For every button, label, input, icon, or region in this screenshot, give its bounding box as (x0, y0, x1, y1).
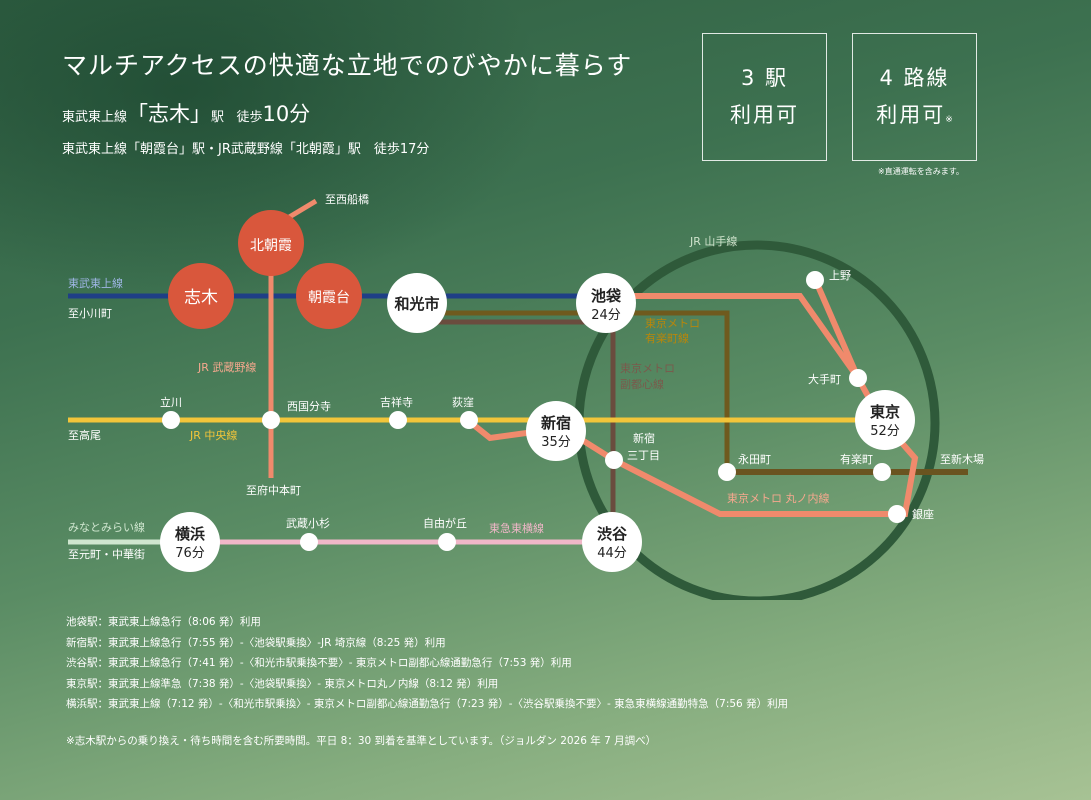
badge-lines-mark: ※ (945, 115, 953, 125)
badge-lines-text: 利用可 (876, 103, 946, 127)
label-jiyugaoka: 自由が丘 (423, 516, 467, 530)
label-to-nishifunabashi: 至西船橋 (325, 192, 369, 206)
station-shiki (168, 263, 234, 329)
station-shinjuku-minutes: 35分 (541, 435, 571, 450)
station-ginza (888, 505, 906, 523)
note-yokohama: 横浜駅：東武東上線（7:12 発）-〈和光市駅乗換〉- 東京メトロ副都心線通勤急… (66, 698, 789, 710)
access-shiki: 東武東上線「志木」駅 徒歩10分 (62, 98, 310, 128)
station-musashikosugi (300, 533, 318, 551)
badge-lines-count: 4 路線 (879, 66, 950, 90)
headline: マルチアクセスの快適な立地でのびやかに暮らす (62, 51, 633, 80)
route-map: 志木 北朝霞 朝霞台 和光市 池袋 24分 新宿 35分 渋谷 44分 東京 5… (68, 192, 984, 600)
label-nagatacho: 永田町 (738, 452, 771, 466)
label-yurakucho-2: 有楽町線 (645, 331, 689, 345)
badge-lines: 4 路線 利用可※ (852, 33, 977, 161)
station-ueno (806, 271, 824, 289)
station-asakadai (296, 263, 362, 329)
label-jr-musashino: JR 武蔵野線 (197, 360, 256, 374)
label-fukutoshin-2: 副都心線 (620, 377, 664, 391)
note-shibuya: 渋谷駅：東武東上線急行（7:41 発）-〈和光市駅乗換不要〉- 東京メトロ副都心… (66, 657, 572, 669)
label-marunouchi: 東京メトロ 丸ノ内線 (727, 491, 830, 505)
station-asakadai-label: 朝霞台 (308, 290, 350, 306)
label-fukutoshin-1: 東京メトロ (620, 361, 675, 375)
label-otemachi: 大手町 (808, 372, 841, 386)
through-service-note: ※直通運転を含みます。 (878, 167, 964, 176)
label-ginza: 銀座 (912, 507, 934, 521)
station-yokohama-label: 横浜 (175, 525, 205, 543)
station-shibuya (582, 512, 642, 572)
station-kichijoji (389, 411, 407, 429)
station-jiyugaoka (438, 533, 456, 551)
label-to-takao: 至高尾 (68, 428, 101, 442)
access-shiki-station: 「志木」 (127, 102, 212, 126)
note-shinjuku: 新宿駅：東武東上線急行（7:55 発）-〈池袋駅乗換〉-JR 埼京線（8:25 … (66, 636, 446, 649)
label-kichijoji: 吉祥寺 (380, 395, 413, 409)
station-kitaasaka (238, 210, 304, 276)
station-wakoshi-label: 和光市 (394, 295, 439, 313)
label-jr-chuo: JR 中央線 (189, 428, 237, 442)
badge-stations-count: 3 駅 (740, 66, 789, 90)
station-tokyo-minutes: 52分 (870, 424, 900, 439)
label-to-ogawamachi: 至小川町 (68, 307, 112, 320)
station-nagatacho (718, 463, 736, 481)
badge-lines-label: 利用可※ (853, 99, 976, 129)
access-asakadai: 東武東上線「朝霞台」駅・JR武蔵野線「北朝霞」駅 徒歩17分 (62, 142, 430, 157)
station-ikebukuro-label: 池袋 (591, 287, 622, 305)
station-ogikubo (460, 411, 478, 429)
label-to-motomachi: 至元町・中華街 (68, 547, 145, 561)
access-shiki-line: 東武東上線 (62, 110, 128, 125)
label-nishikokubunji: 西国分寺 (287, 400, 331, 413)
station-tokyo-label: 東京 (870, 403, 900, 421)
station-yokohama-minutes: 76分 (175, 546, 205, 561)
yamanote-ueno-segment (812, 277, 861, 380)
note-ikebukuro: 池袋駅：東武東上線急行（8:06 発）利用 (66, 616, 261, 628)
label-shinjuku-sanchome-1: 新宿 (633, 431, 655, 445)
station-tachikawa (162, 411, 180, 429)
label-jr-yamanote: JR 山手線 (689, 234, 737, 248)
badge-stations-label: 利用可 (730, 103, 799, 127)
label-ueno: 上野 (829, 269, 851, 282)
badge-stations: 3 駅 利用可 (702, 33, 827, 161)
station-shinjuku-label: 新宿 (541, 414, 571, 432)
label-ogikubo: 荻窪 (452, 395, 474, 409)
station-shinjuku-sanchome (605, 451, 623, 469)
label-tobu-tojo: 東武東上線 (68, 276, 123, 290)
label-tokyu-toyoko: 東急東横線 (489, 521, 544, 535)
access-shiki-minutes: 10分 (262, 102, 311, 126)
label-tachikawa: 立川 (160, 395, 182, 409)
note-tokyo: 東京駅：東武東上線準急（7:38 発）-〈池袋駅乗換〉- 東京メトロ丸ノ内線（8… (66, 677, 499, 690)
label-shinjuku-sanchome-2: 三丁目 (627, 449, 660, 462)
station-nishikokubunji (262, 411, 280, 429)
label-to-shinkiba: 至新木場 (940, 452, 984, 466)
station-shibuya-label: 渋谷 (597, 525, 628, 543)
footnote: ※志木駅からの乗り換え・待ち時間を含む所要時間。平日 8：30 到着を基準として… (66, 735, 657, 747)
access-shiki-eki: 駅 (211, 110, 225, 125)
access-shiki-walk: 徒歩 (236, 110, 263, 125)
label-musashikosugi: 武蔵小杉 (286, 516, 330, 530)
station-shinjuku (526, 401, 586, 461)
station-wakoshi (387, 273, 447, 333)
station-yurakucho (873, 463, 891, 481)
station-kitaasaka-label: 北朝霞 (250, 238, 292, 254)
label-to-fuchuhonmachi: 至府中本町 (246, 483, 301, 497)
travel-time-notes: 池袋駅：東武東上線急行（8:06 発）利用 新宿駅：東武東上線急行（7:55 発… (66, 612, 788, 715)
label-yurakucho-1: 東京メトロ (645, 316, 700, 330)
station-ikebukuro (576, 273, 636, 333)
station-tokyo (855, 390, 915, 450)
station-otemachi (849, 369, 867, 387)
label-yurakucho: 有楽町 (840, 452, 873, 466)
station-shiki-label: 志木 (184, 288, 218, 308)
station-yokohama (160, 512, 220, 572)
station-shibuya-minutes: 44分 (597, 546, 627, 561)
label-minatomirai: みなとみらい線 (68, 520, 145, 534)
station-ikebukuro-minutes: 24分 (591, 308, 621, 323)
